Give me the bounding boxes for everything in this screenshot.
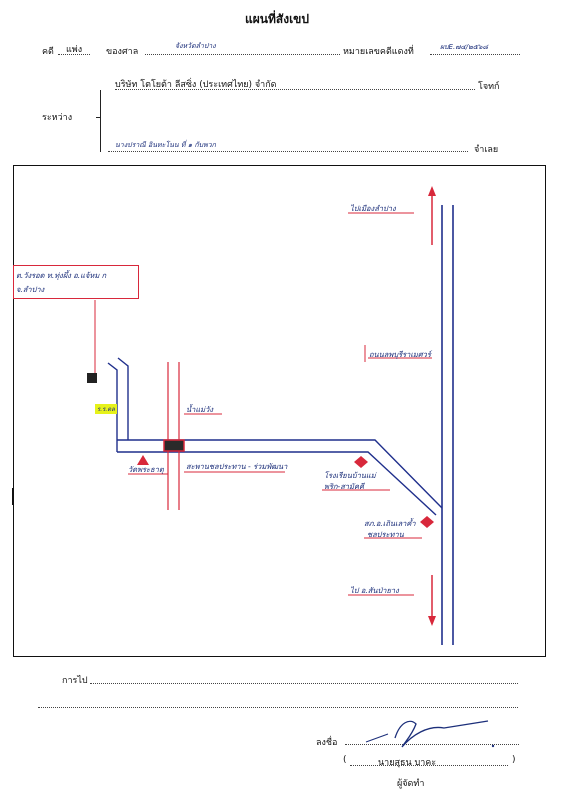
close-paren: )	[512, 755, 516, 765]
plaintiff-name: บริษัท โตโยต้า ลีสซิ่ง (ประเทศไทย) จำกัด	[115, 80, 277, 90]
address-box: ต.วังรอด ท.ทุ่งผึ้ง อ.แจ้หม ก จ.ลำปาง	[13, 265, 139, 299]
court-line	[145, 48, 340, 55]
plaintiff-role: โจทก์	[478, 82, 500, 92]
red-case-label: หมายเลขคดีแดงที่	[343, 47, 414, 57]
south-label: ไป อ.สันป่ายาง	[350, 586, 399, 595]
court-label: ของศาล	[106, 47, 139, 57]
case-type: แพ่ง	[66, 45, 83, 55]
school-line1: โรงเรียนบ้านแม่	[324, 471, 376, 480]
between-label: ระหว่าง	[42, 113, 73, 123]
reason-line1	[90, 681, 518, 684]
brace-tip	[96, 117, 101, 118]
reason-line2	[38, 705, 518, 708]
bridge-label: สะพานชลประทาน - ร่วมพัฒนา	[186, 462, 288, 471]
small-label: ร.ร.ดล	[95, 404, 117, 414]
plaintiff-line	[115, 85, 475, 90]
signature-line	[345, 742, 519, 745]
defendant-line	[108, 147, 468, 152]
north-label: ไปเมืองลำปาง	[350, 204, 396, 213]
address-line1: ต.วังรอด ท.ทุ่งผึ้ง อ.แจ้หม ก	[16, 271, 107, 280]
case-label: คดี	[42, 47, 54, 57]
court-name: จังหวัดลำปาง	[175, 42, 216, 50]
address-line2: จ.ลำปาง	[16, 285, 45, 294]
open-paren: (	[343, 755, 347, 765]
case-type-line	[58, 48, 90, 55]
defendant-name: นางปราณี อินทะโนน ที่ ๑ กับพวก	[115, 141, 216, 149]
reason-label: การไป	[62, 676, 88, 686]
signer-line	[350, 763, 508, 766]
brace	[100, 90, 101, 152]
river-label: น้ำแม่วัง	[186, 405, 213, 414]
red-case-number: ผบE.๗๔/๒๕๖๘	[440, 43, 488, 51]
temple-label: วัดพระธาตุ	[128, 465, 164, 474]
police-line1: สภ.อ.เถินเลาค้ำ	[364, 519, 416, 528]
highway-label: ถนนลพบุรีราเมศวร์	[369, 350, 431, 359]
signer-name: นายสุธน บาคะ	[378, 758, 437, 768]
page-title: แผนที่สังเขป	[245, 12, 309, 26]
red-case-line	[430, 48, 520, 55]
role-label: ผู้จัดทำ	[397, 779, 425, 789]
signature-label: ลงชื่อ	[316, 738, 338, 748]
map-frame	[13, 165, 546, 657]
school-line2: พริก-สามัคคี	[324, 482, 364, 491]
defendant-role: จำเลย	[474, 145, 499, 155]
police-line2: ชลประทาน	[367, 530, 404, 539]
